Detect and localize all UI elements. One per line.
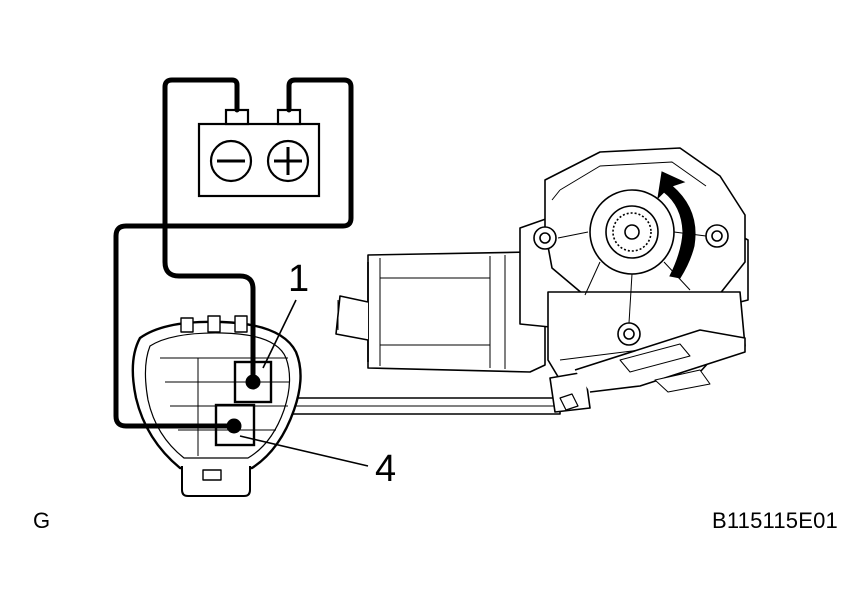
terminal-1-probe <box>245 374 261 390</box>
terminal-1-leader <box>262 299 297 369</box>
corner-mark: G <box>33 508 51 533</box>
figure-code: B115115E01 <box>712 508 838 533</box>
wiper-motor-assembly <box>292 147 749 415</box>
terminal-4-leader <box>239 435 369 467</box>
rotation-arrow <box>657 171 696 279</box>
terminal-4-label: 4 <box>375 448 397 490</box>
battery-negative-symbol <box>209 139 253 183</box>
positive-test-lead <box>113 77 354 429</box>
battery-positive-symbol <box>266 139 310 183</box>
terminal-1-label: 1 <box>288 258 310 300</box>
terminal-4-probe <box>226 418 242 434</box>
negative-test-lead <box>162 77 256 385</box>
